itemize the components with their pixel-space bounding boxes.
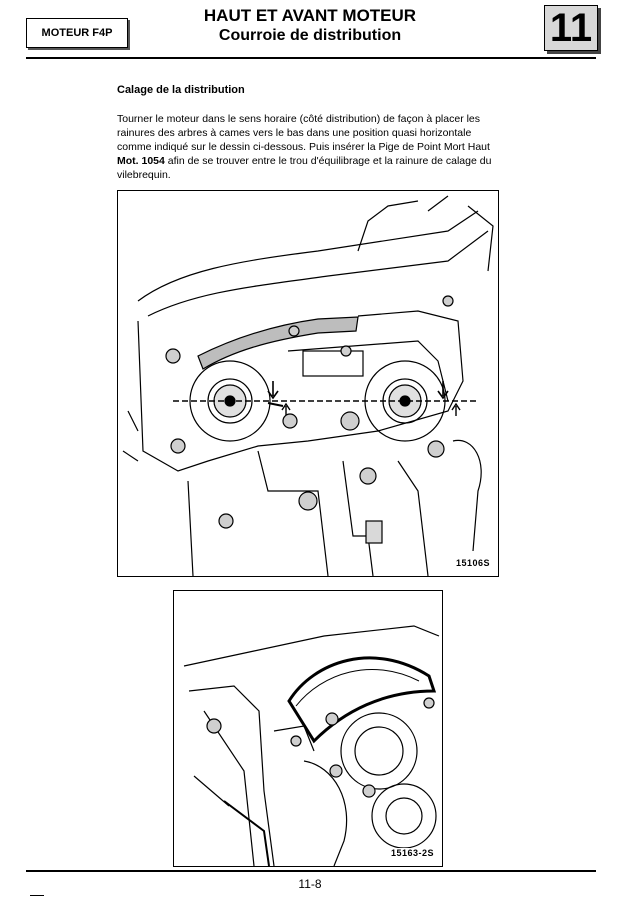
section-heading: Calage de la distribution <box>117 84 245 96</box>
corner-mark <box>30 895 44 896</box>
page-subtitle: Courroie de distribution <box>218 27 402 45</box>
page-header: HAUT ET AVANT MOTEUR Courroie de distrib… <box>150 6 470 46</box>
page-title: HAUT ET AVANT MOTEUR <box>203 6 417 25</box>
engine-code: MOTEUR F4P <box>41 27 113 39</box>
timing-cover-drawing <box>183 625 440 866</box>
figure-timing-cover: 15163-2S <box>173 590 443 867</box>
footer-divider <box>26 870 596 872</box>
figure-1-reference: 15106S <box>453 558 492 568</box>
header-divider <box>26 57 596 59</box>
camshaft-timing-drawing <box>122 195 494 576</box>
paragraph-text-1: Tourner le moteur dans le sens horaire (… <box>117 113 490 153</box>
engine-code-badge: MOTEUR F4P <box>26 18 128 48</box>
figure-2-reference: 15163-2S <box>388 848 436 858</box>
instruction-paragraph: Tourner le moteur dans le sens horaire (… <box>117 112 502 182</box>
chapter-number-box: 11 <box>544 5 598 51</box>
paragraph-text-2: afin de se trouver entre le trou d'équil… <box>117 155 492 181</box>
page-number: 11-8 <box>298 877 322 891</box>
figure-camshaft-timing: 15106S <box>117 190 499 577</box>
tool-reference: Mot. 1054 <box>117 155 165 167</box>
chapter-number: 11 <box>549 5 593 50</box>
